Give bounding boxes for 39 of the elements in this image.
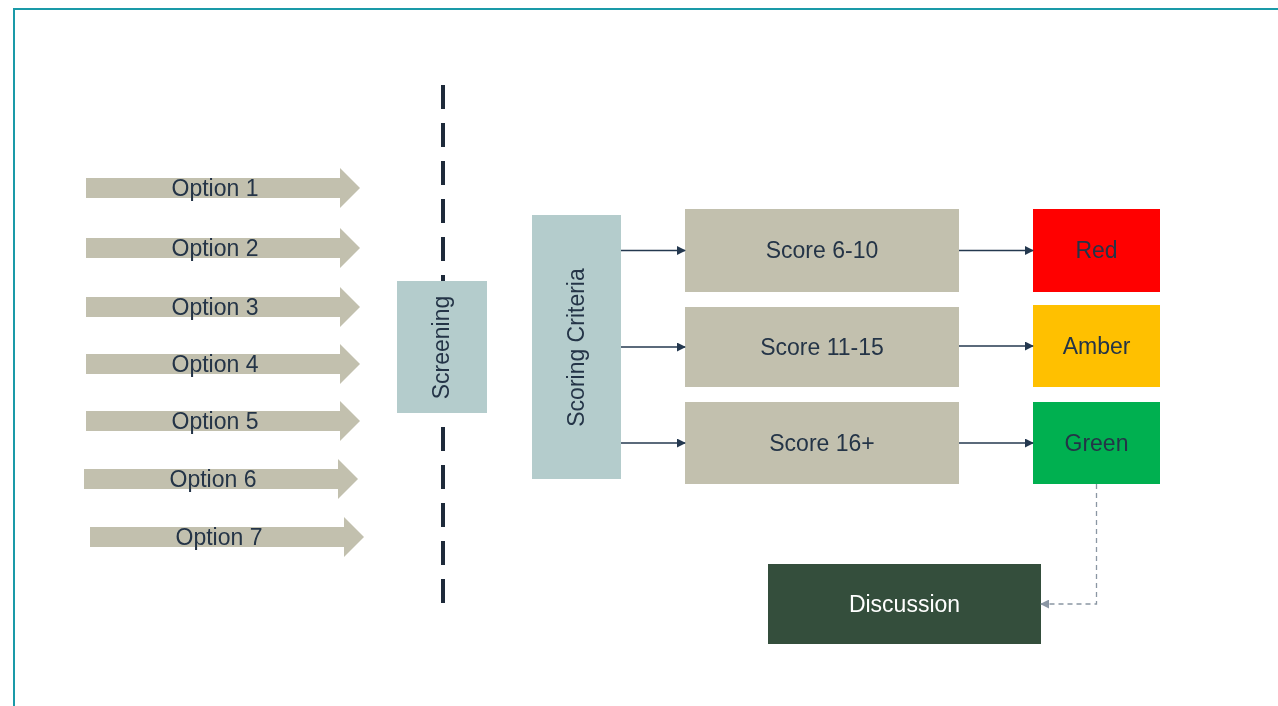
option-label: Option 1 — [171, 174, 259, 202]
box-label: Red — [1075, 237, 1118, 264]
screening-box — [397, 281, 487, 413]
arrow — [620, 246, 686, 255]
box-label: Green — [1064, 429, 1129, 457]
arrow — [1040, 483, 1098, 609]
arrow — [958, 341, 1034, 351]
option-banner — [84, 459, 358, 499]
rating-box — [1033, 402, 1160, 484]
option-banner — [86, 401, 360, 441]
arrow — [620, 342, 686, 352]
box-label: Score 6-10 — [765, 237, 879, 264]
score-box — [685, 209, 959, 292]
option-banner — [86, 287, 360, 327]
arrow — [620, 438, 686, 448]
option-label: Option 7 — [175, 523, 263, 551]
box-label: Discussion — [848, 590, 961, 618]
option-label: Option 4 — [171, 350, 259, 378]
option-label: Option 5 — [171, 407, 259, 435]
discussion-box — [768, 564, 1041, 644]
arrow — [958, 438, 1034, 448]
option-banner — [86, 344, 360, 384]
score-box — [685, 402, 959, 484]
option-banner — [86, 168, 360, 208]
option-banner — [86, 228, 360, 268]
box-label: Screening — [428, 295, 456, 399]
option-label: Option 3 — [171, 293, 259, 321]
criteria-box — [532, 215, 621, 479]
option-label: Option 6 — [169, 465, 257, 493]
box-label: Amber — [1062, 332, 1131, 360]
score-box — [685, 307, 959, 387]
box-label: Score 11-15 — [760, 333, 884, 361]
box-label: Scoring Criteria — [563, 267, 590, 427]
rating-box — [1033, 305, 1160, 387]
box-label: Score 16+ — [769, 429, 875, 457]
arrow — [958, 246, 1034, 255]
rating-box — [1033, 209, 1160, 292]
option-label: Option 2 — [171, 234, 259, 262]
option-banner — [90, 517, 364, 557]
